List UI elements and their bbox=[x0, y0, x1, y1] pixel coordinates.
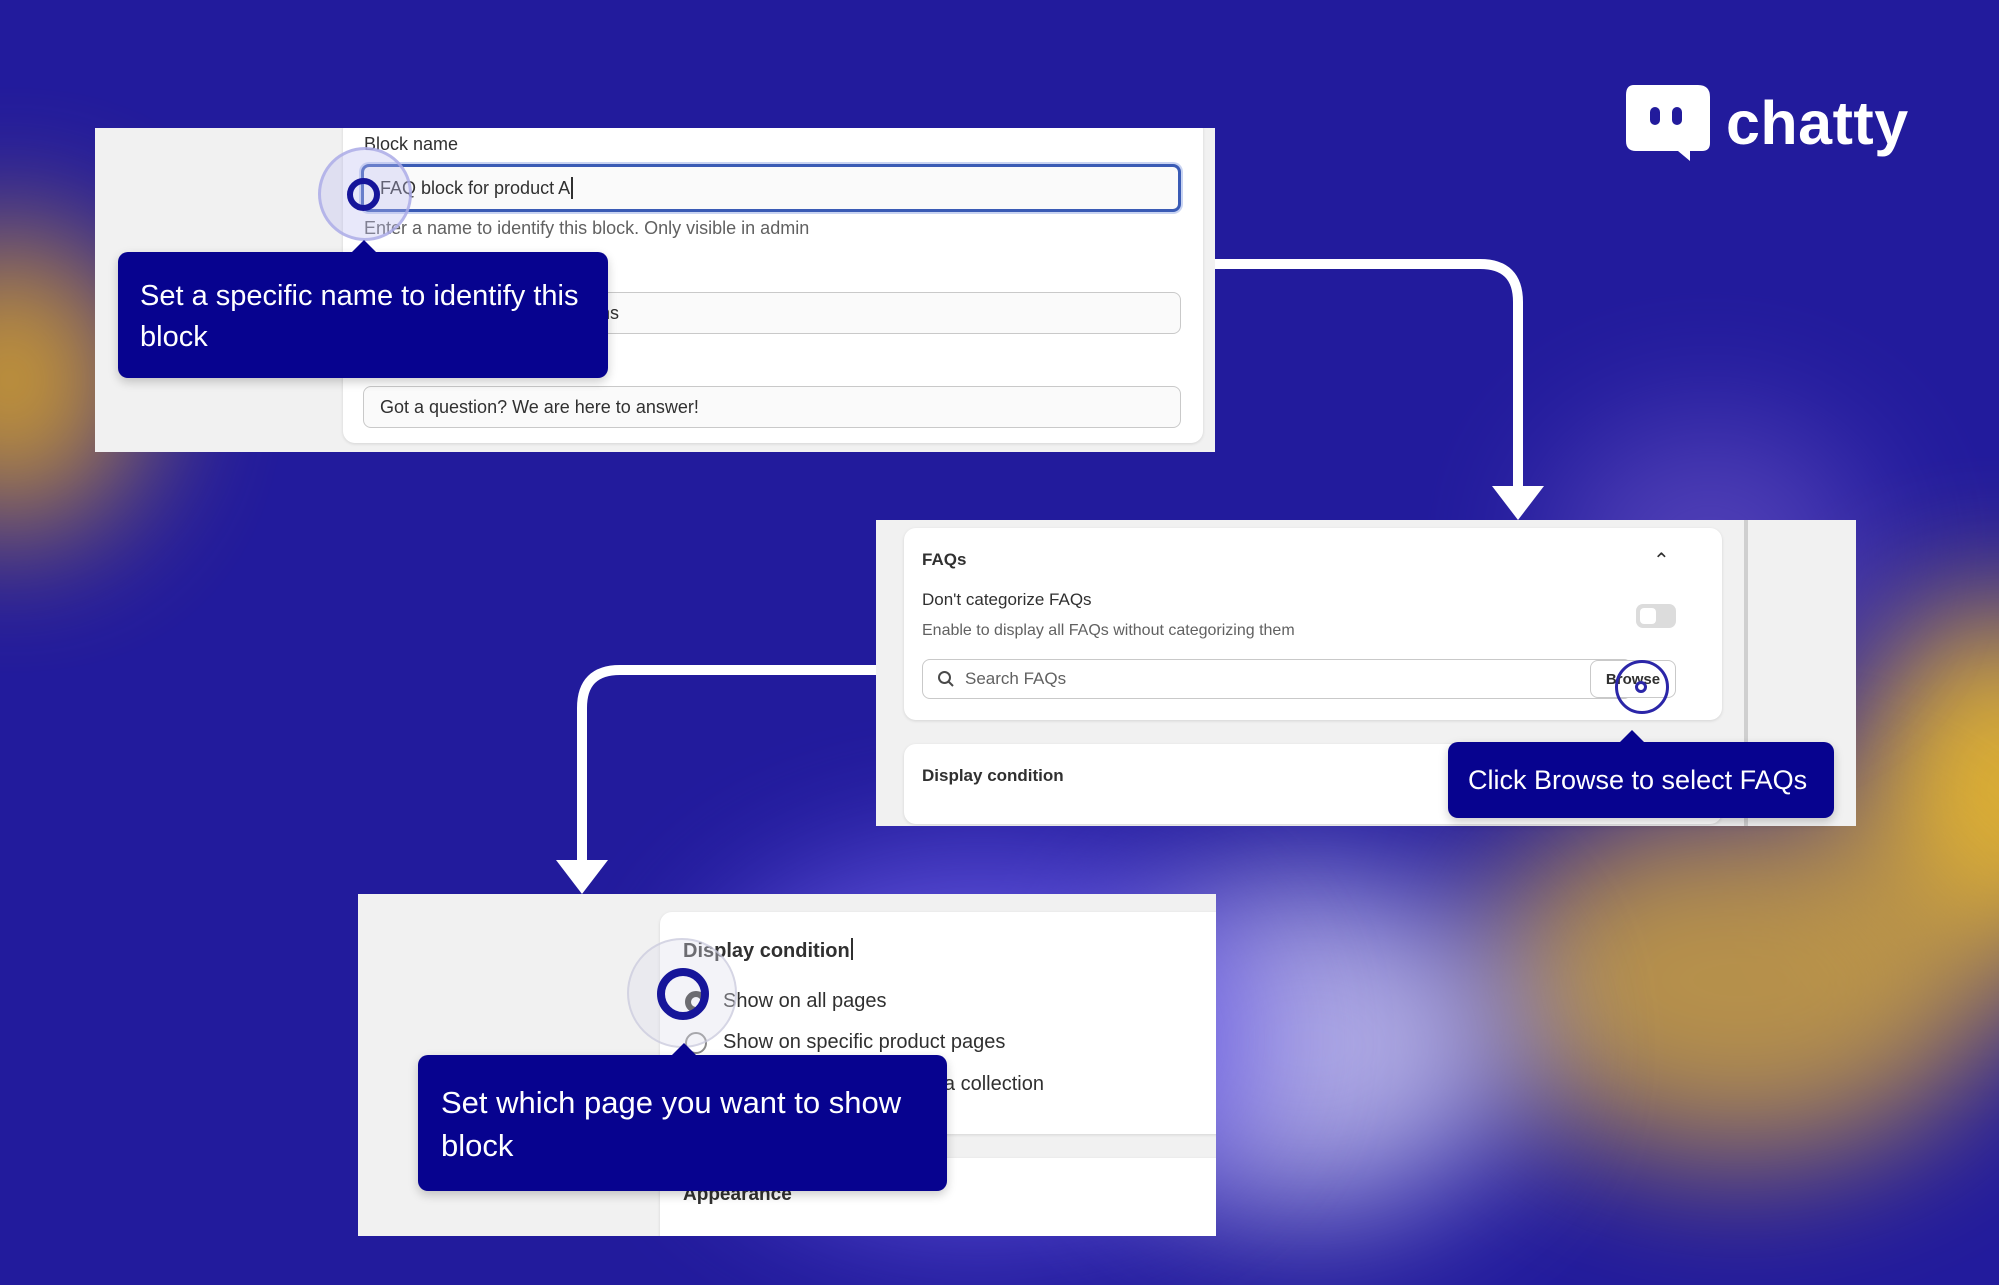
display-tooltip: Set which page you want to show block bbox=[418, 1043, 947, 1191]
block-name-label: Block name bbox=[364, 134, 459, 154]
block-name-value: FAQ block for product A bbox=[380, 177, 571, 198]
browse-highlight bbox=[1615, 660, 1669, 714]
search-faqs-input[interactable]: Search FAQs bbox=[922, 659, 1632, 699]
click-marker bbox=[347, 178, 380, 211]
block-name-input[interactable]: FAQ block for product A bbox=[361, 164, 1181, 212]
option-specific-products-label: Show on specific product pages bbox=[723, 1031, 1006, 1053]
toggle-label: Don't categorize FAQs bbox=[922, 590, 1092, 609]
option-all-pages-label: Show on all pages bbox=[723, 990, 887, 1012]
subtitle-input[interactable]: Got a question? We are here to answer! bbox=[363, 386, 1181, 428]
faqs-section-title: FAQs bbox=[922, 550, 967, 569]
search-icon bbox=[938, 671, 954, 687]
block-name-tooltip: Set a specific name to identify this blo… bbox=[118, 240, 608, 378]
option-specific-products[interactable]: Show on specific product pages bbox=[685, 1031, 1005, 1054]
search-placeholder: Search FAQs bbox=[965, 669, 1067, 688]
categorize-toggle[interactable] bbox=[1636, 604, 1676, 628]
display-marker bbox=[657, 968, 709, 1020]
collapse-chevron-icon[interactable]: ⌃ bbox=[1653, 550, 1670, 572]
brand-name: chatty bbox=[1726, 88, 1909, 157]
browse-tooltip-text: Click Browse to select FAQs bbox=[1468, 765, 1808, 795]
chat-bubble-icon bbox=[1624, 85, 1712, 161]
browse-tooltip: Click Browse to select FAQs bbox=[1448, 730, 1834, 818]
display-condition-heading: Display condition bbox=[922, 766, 1064, 785]
subtitle-value: Got a question? We are here to answer! bbox=[380, 396, 699, 417]
chatty-logo: chatty bbox=[1624, 85, 1909, 161]
toggle-help: Enable to display all FAQs without categ… bbox=[922, 622, 1295, 639]
block-name-help: Enter a name to identify this block. Onl… bbox=[364, 218, 810, 238]
block-name-tooltip-text: Set a specific name to identify this blo… bbox=[140, 280, 579, 353]
side-divider bbox=[1744, 520, 1748, 826]
display-condition-title: Display condition bbox=[683, 938, 853, 963]
browse-marker bbox=[1635, 681, 1647, 693]
display-tooltip-text: Set which page you want to show block bbox=[441, 1085, 902, 1164]
